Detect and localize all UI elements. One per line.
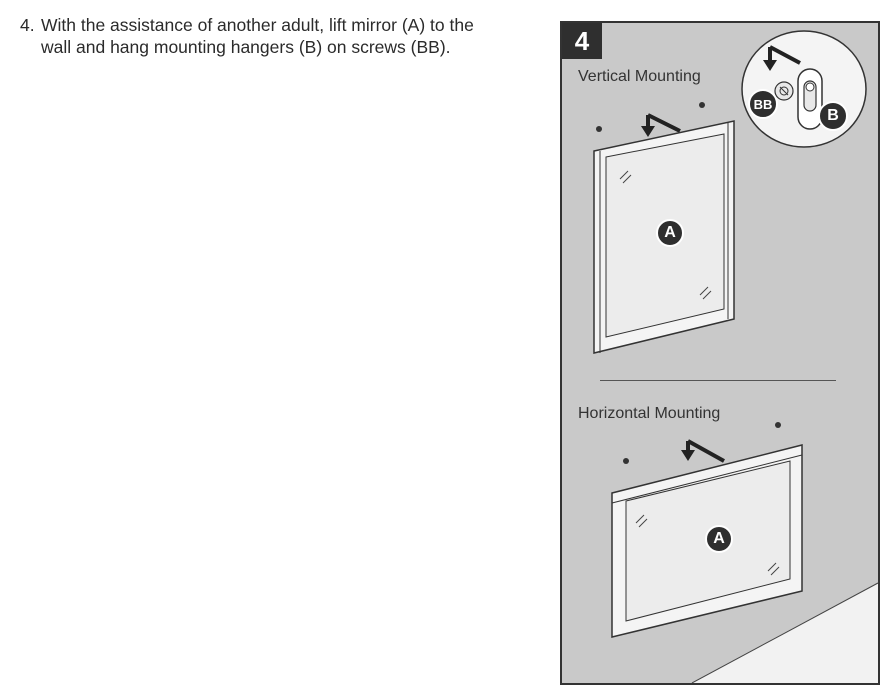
mirror-tag-vertical: A <box>656 219 684 247</box>
horizontal-mounting-label: Horizontal Mounting <box>578 405 721 422</box>
lift-arrow-horizontal <box>681 439 725 463</box>
screw-tag: BB <box>748 89 778 119</box>
screw-right-horizontal <box>775 422 781 428</box>
hanger-detail-icon <box>797 68 823 130</box>
vertical-mounting-label: Vertical Mounting <box>578 68 701 85</box>
screw-left-vertical <box>596 126 602 132</box>
screw-left-horizontal <box>623 458 629 464</box>
lift-arrow-vertical <box>641 113 681 137</box>
step-number: 4. <box>20 15 35 35</box>
step-number-badge: 4 <box>562 23 602 59</box>
screw-detail-icon <box>774 81 794 101</box>
mirror-tag-horizontal: A <box>705 525 733 553</box>
screw-right-vertical <box>699 102 705 108</box>
hanger-tag: B <box>818 101 848 131</box>
step-description: With the assistance of another adult, li… <box>41 15 474 57</box>
step-illustration-panel: 4 Vertical Mounting BB B A Horizontal Mo… <box>560 21 880 685</box>
section-divider <box>600 380 836 381</box>
floor-edge <box>691 582 878 683</box>
down-arrow-icon <box>763 45 801 71</box>
step-instruction: 4. With the assistance of another adult,… <box>20 14 500 58</box>
